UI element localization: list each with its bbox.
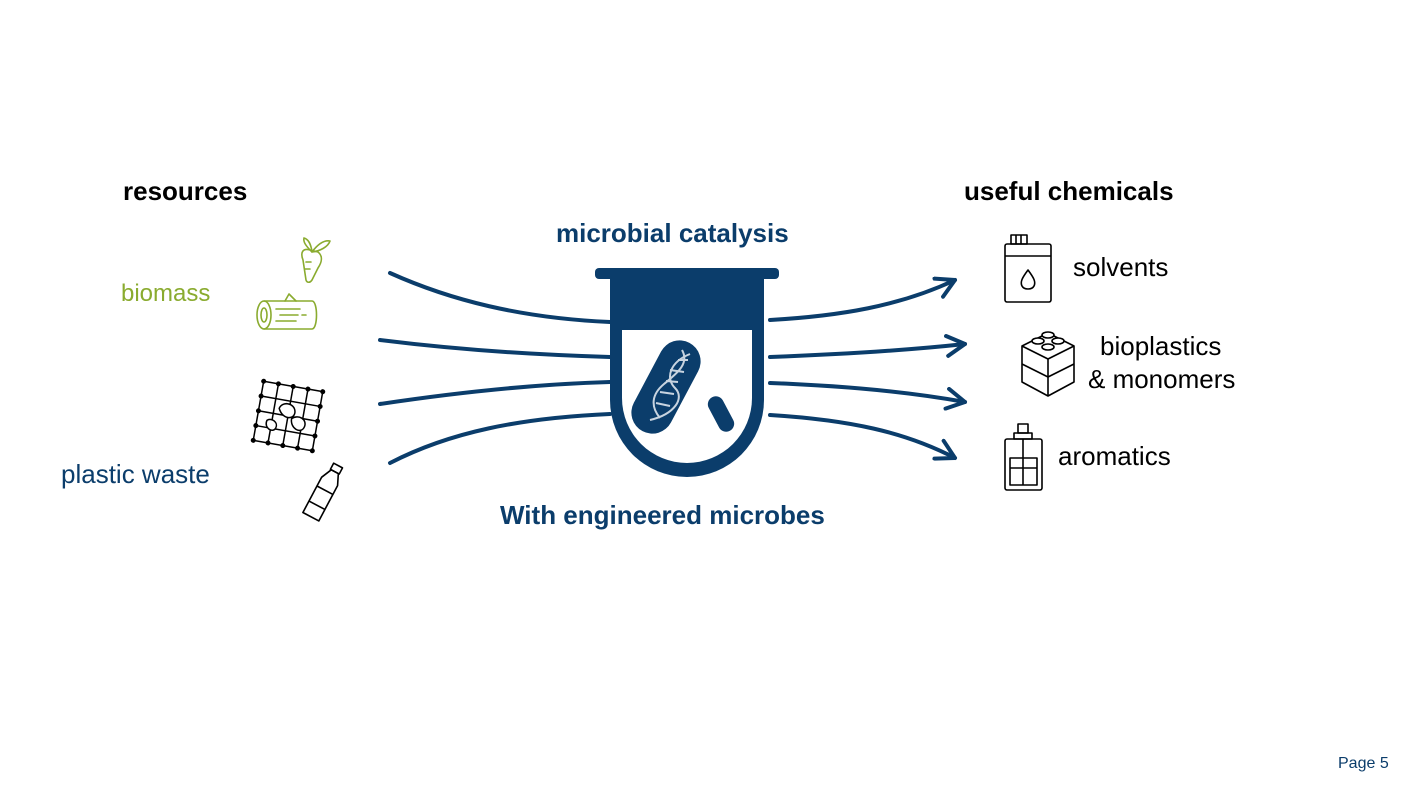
product-bioplastics: bioplastics (1100, 331, 1222, 361)
canister-drop-icon (1004, 234, 1052, 303)
plastic-net-icon (250, 378, 326, 454)
output-flow-arrows (768, 276, 967, 461)
log-icon (256, 293, 318, 330)
plastic-waste-label: plastic waste (61, 459, 210, 489)
output-flow-arrow (768, 381, 967, 411)
input-flow-line (378, 380, 612, 406)
product-solvents: solvents (1073, 252, 1169, 282)
sprout-carrot-icon (301, 237, 331, 284)
output-flow-arrow (768, 413, 957, 461)
test-tube-icon (595, 268, 779, 477)
useful-chemicals-heading: useful chemicals (964, 176, 1174, 206)
building-blocks-icon (1021, 331, 1075, 397)
output-flow-arrow (768, 334, 967, 359)
microbial-catalysis-title: microbial catalysis (556, 218, 789, 248)
engineered-microbes-subtitle: With engineered microbes (500, 500, 825, 530)
bottle-icon (302, 462, 344, 522)
spray-bottle-icon (1004, 423, 1043, 491)
microbe-dna-icon (631, 340, 735, 434)
input-flow-line (378, 338, 612, 359)
resources-heading: resources (123, 176, 248, 206)
input-flow-lines (378, 271, 612, 465)
product-monomers: & monomers (1088, 364, 1236, 394)
input-flow-line (388, 271, 612, 324)
product-aromatics: aromatics (1058, 441, 1171, 471)
biomass-label: biomass (121, 280, 211, 307)
input-flow-line (388, 412, 612, 465)
page-number: Page 5 (1338, 755, 1389, 772)
output-flow-arrow (768, 276, 957, 322)
